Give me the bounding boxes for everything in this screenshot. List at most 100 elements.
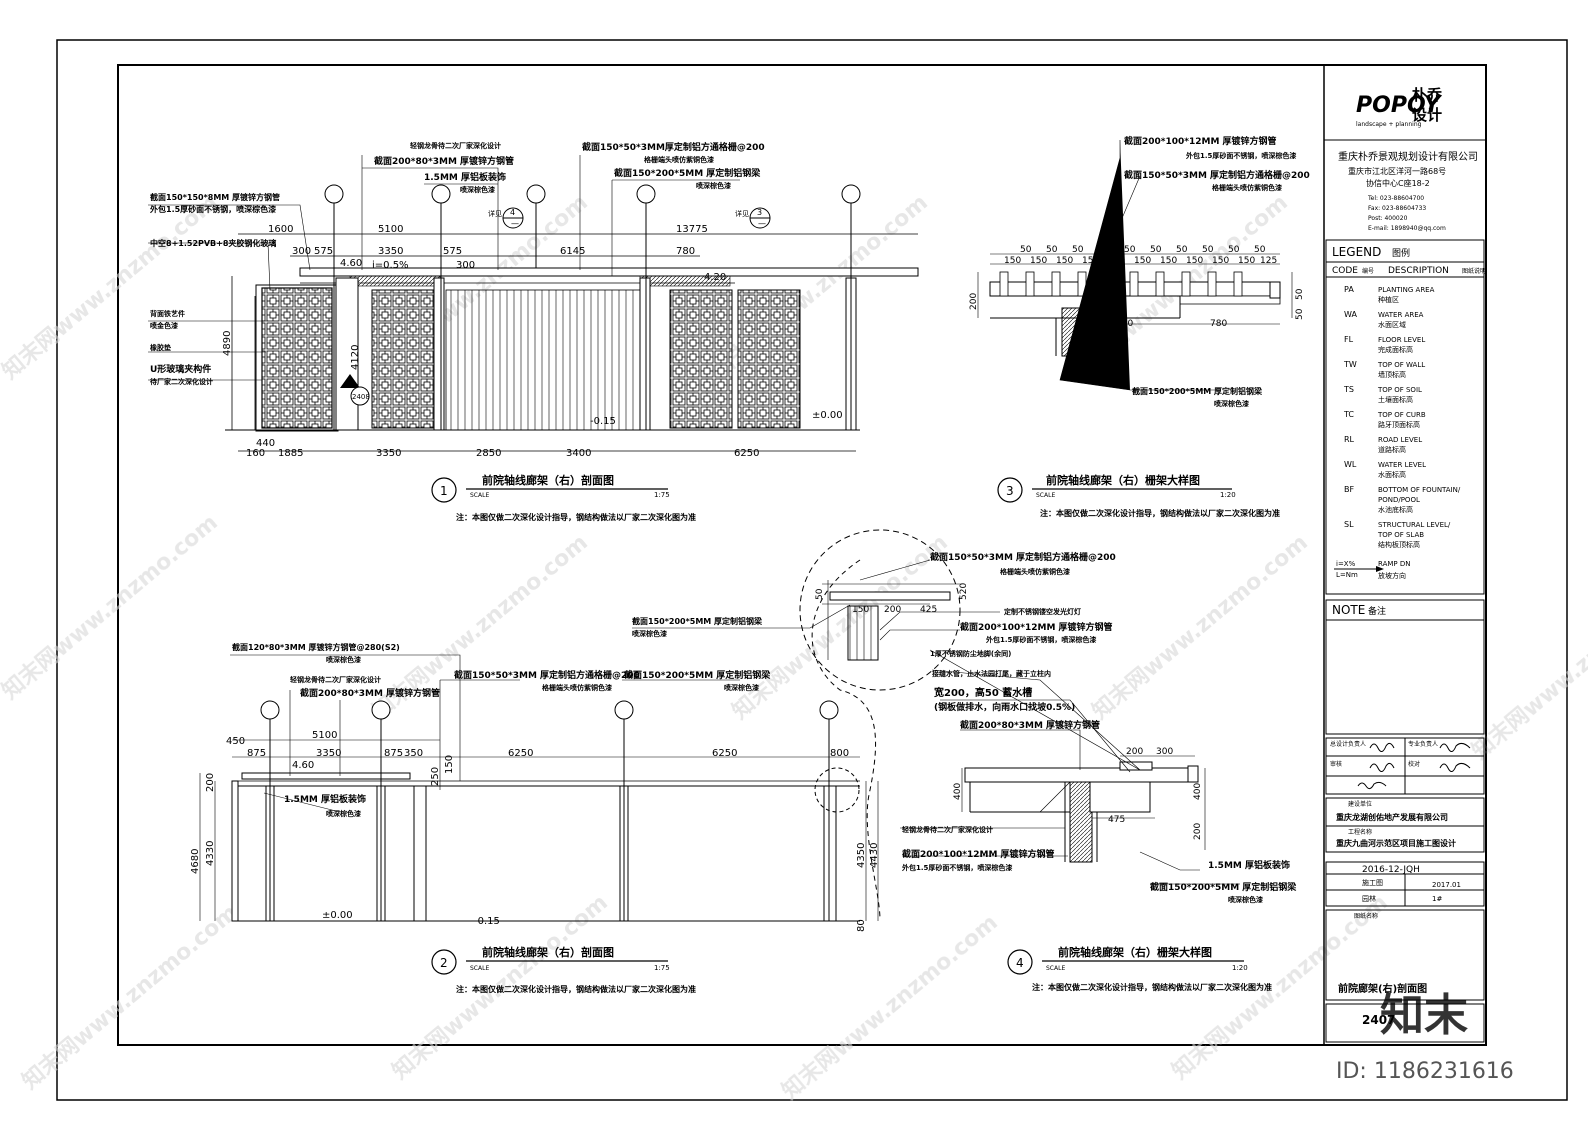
dim-text: 50 — [1124, 245, 1136, 255]
scale-value: 1:20 — [1232, 964, 1248, 972]
dim-text: 5100 — [312, 730, 337, 741]
scale-label: SCALE — [470, 492, 489, 499]
drawing-date: 2017.01 — [1432, 881, 1461, 889]
annotation: 截面150*50*3MM 厚定制铝方通格栅@200 — [1124, 169, 1310, 181]
annotation: 格栅端头喷仿紫铜色漆 — [542, 683, 612, 692]
legend-desc: PLANTING AREA — [1378, 286, 1435, 294]
annotation: 接缝水管，止水法园打尾，藏于立柱内 — [932, 669, 1051, 678]
note-title: NOTE — [1332, 603, 1365, 617]
dim-text: 6250 — [508, 748, 533, 759]
watermark-text: 知末网www.znzmo.com — [0, 509, 223, 704]
annotation: 喷深棕色漆 — [696, 181, 731, 190]
drawing-number: 3 — [1006, 484, 1014, 498]
annotation: 喷深棕色漆 — [1228, 895, 1263, 904]
annotation: 截面200*100*12MM 厚镀锌方钢管 — [902, 848, 1055, 860]
signature — [1369, 762, 1395, 772]
annotation: 橡胶垫 — [150, 343, 171, 352]
dim-text: 50 — [1202, 245, 1214, 255]
annotation: 喷深棕色漆 — [1214, 399, 1249, 408]
dim-text: 770 — [1116, 319, 1133, 329]
annotation: 截面150*50*3MM 厚定制铝方通格栅@200 — [930, 551, 1116, 563]
level-text: ±0.00 — [322, 910, 353, 921]
annotation: 格栅端头喷仿紫铜色漆 — [1212, 183, 1282, 192]
legend-desc: STRUCTURAL LEVEL/ — [1378, 521, 1451, 529]
slope-text: i=0.5% — [372, 260, 409, 271]
drawing-note: 注：本图仅做二次深化设计指导，钢结构做法以厂家二次深化图为准 — [1040, 508, 1280, 518]
annotation: 截面200*80*3MM 厚镀锌方钢管 — [300, 687, 440, 699]
dim-text: 150 — [444, 755, 455, 774]
watermark-text: 知末网www.znzmo.com — [727, 529, 953, 724]
drawing-title: 前院轴线廊架（右）剖面图 — [482, 473, 614, 487]
column — [823, 785, 837, 922]
glass-lattice-panel — [261, 287, 333, 429]
grid-bubbles — [324, 184, 861, 430]
dim-text: 6250 — [734, 448, 759, 459]
dim-text: 520 — [959, 583, 969, 600]
dim-text: 4120 — [350, 345, 361, 370]
level-text: -0.15 — [474, 916, 500, 927]
legend-desc-cn: 路牙顶面标高 — [1378, 420, 1420, 429]
dim-text: 150 — [1004, 256, 1021, 266]
annotation: 外包1.5厚砂面不锈钢，喷深棕色漆 — [150, 204, 276, 214]
annotation: 喷深棕色漆 — [326, 809, 361, 818]
dim-text: 150 — [1082, 256, 1099, 266]
signature — [1369, 742, 1395, 752]
legend-code: TS — [1343, 385, 1354, 394]
dim-text: 125 — [1260, 256, 1277, 266]
drawing-title: 前院轴线廊架（右）栅架大样图 — [1058, 945, 1212, 959]
dim-text: 475 — [1108, 815, 1125, 825]
legend-head: DESCRIPTION — [1388, 266, 1449, 276]
dim-text: 200 — [205, 773, 216, 792]
svg-text:朴乔: 朴乔 — [1412, 86, 1443, 104]
drawing-number: 2 — [440, 956, 448, 970]
dim-text: 4330 — [205, 841, 216, 866]
legend-code: WL — [1344, 460, 1357, 469]
client-name: 重庆龙湖创佑地产发展有限公司 — [1336, 812, 1448, 822]
dim-text: 350 — [404, 748, 423, 759]
dim-text: 780 — [1210, 319, 1227, 329]
signature — [1357, 781, 1387, 790]
annotation: 截面120*80*3MM 厚镀锌方钢管@280(S2) — [232, 642, 400, 652]
legend-code: i=X% — [1336, 560, 1356, 568]
legend-code: BF — [1344, 485, 1354, 494]
scale-label: SCALE — [1036, 492, 1055, 499]
signature — [1439, 742, 1471, 752]
annotation: 背面铁艺件 — [150, 309, 185, 318]
dim-text: 2850 — [476, 448, 501, 459]
company-address: 重庆市江北区洋河一路68号 — [1348, 166, 1446, 176]
dim-text: 6250 — [712, 748, 737, 759]
dim-text: 200 — [969, 293, 979, 310]
dim-text: 3350 — [376, 448, 401, 459]
design-stage: 施工图 — [1362, 878, 1383, 887]
dim-text: 13775 — [676, 224, 708, 235]
annotation: 1厚不锈钢防尘地脚(余同) — [930, 649, 1011, 658]
dim-text: 50 — [1072, 245, 1084, 255]
legend-desc: TOP OF CURB — [1377, 411, 1426, 419]
dim-text: 4.60 — [292, 760, 314, 771]
dim-text: 150 — [1056, 256, 1073, 266]
annotation: 截面150*200*5MM 厚定制铝钢梁 — [624, 669, 771, 681]
legend-code: RL — [1344, 435, 1355, 444]
legend-desc-cn: 土壤面标高 — [1378, 395, 1413, 404]
legend-title: LEGEND — [1332, 245, 1381, 259]
drawing-3-detail: 50 50 50 50 50 50 50 50 50 50 150 150 15… — [969, 135, 1310, 518]
annotation: 1.5MM 厚铝板装饰 — [284, 793, 366, 805]
annotation: 待厂家二次深化设计 — [150, 377, 213, 386]
dim-text: 150 — [852, 605, 869, 615]
lattice-screen — [669, 289, 733, 429]
legend-desc-cn: 道路标高 — [1378, 445, 1406, 454]
annotation: 截面150*200*5MM 厚定制铝钢梁 — [632, 616, 763, 626]
scale-value: 1:20 — [1220, 491, 1236, 499]
dim-text: 150 — [1134, 256, 1151, 266]
svg-text:4: 4 — [510, 208, 515, 217]
scale-label: SCALE — [1046, 965, 1065, 972]
watermark-text: 知末网www.znzmo.com — [0, 189, 223, 384]
sig-label: 校对 — [1408, 760, 1420, 768]
dim-text: 6145 — [560, 246, 585, 257]
project-name: 重庆九曲河示范区项目施工图设计 — [1336, 838, 1456, 848]
lattice-screen — [371, 289, 435, 429]
dim-text: 5100 — [378, 224, 403, 235]
watermark-text: 知末网www.znzmo.com — [777, 909, 1003, 1104]
dim-text: 440 — [256, 438, 275, 449]
